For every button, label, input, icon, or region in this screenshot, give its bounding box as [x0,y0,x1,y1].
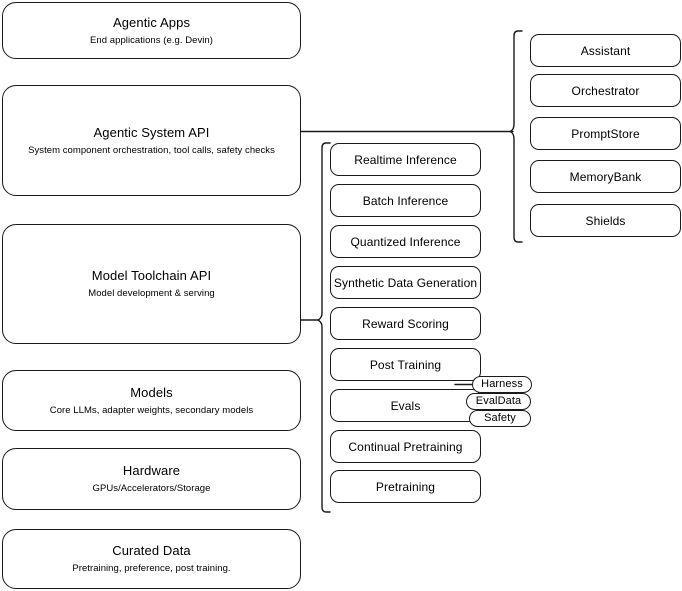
system-item-label: Shields [585,213,626,228]
layer-title: Models [130,384,173,400]
layer-title: Model Toolchain API [91,268,212,283]
eval-badge-harness[interactable]: Harness [472,376,532,393]
eval-badge-label: Harness [481,378,523,390]
layer-subtitle: System component orchestration, tool cal… [28,144,275,156]
layer-agentic-apps[interactable]: Agentic Apps End applications (e.g. Devi… [2,2,301,59]
toolchain-item-synthetic-data-generation[interactable]: Synthetic Data Generation [330,266,481,299]
toolchain-item-continual-pretraining[interactable]: Continual Pretraining [330,430,481,463]
toolchain-item-label: Pretraining [375,479,436,494]
layer-subtitle: End applications (e.g. Devin) [90,34,213,46]
layer-title: Curated Data [112,543,191,558]
layer-hardware[interactable]: Hardware GPUs/Accelerators/Storage [2,448,301,510]
layer-curated-data[interactable]: Curated Data Pretraining, preference, po… [2,529,301,589]
toolchain-item-quantized-inference[interactable]: Quantized Inference [330,225,481,258]
toolchain-components-brace [317,142,331,513]
toolchain-item-realtime-inference[interactable]: Realtime Inference [330,143,481,176]
toolchain-item-label: Evals [390,398,421,413]
eval-badge-label: Safety [484,412,516,424]
toolchain-item-batch-inference[interactable]: Batch Inference [330,184,481,217]
eval-badge-safety[interactable]: Safety [469,410,531,427]
toolchain-item-label: Reward Scoring [362,316,449,331]
layer-subtitle: Pretraining, preference, post training. [72,563,231,574]
system-item-shields[interactable]: Shields [530,204,681,237]
toolchain-item-label: Continual Pretraining [348,439,463,454]
eval-badge-evaldata[interactable]: EvalData [466,393,531,410]
toolchain-item-label: Realtime Inference [354,152,457,167]
toolchain-item-label: Batch Inference [362,193,449,208]
toolchain-item-post-training[interactable]: Post Training [330,348,481,381]
layer-title: Hardware [122,463,181,478]
layer-model-toolchain-api[interactable]: Model Toolchain API Model development & … [2,224,301,344]
toolchain-item-label: Quantized Inference [350,234,461,249]
toolchain-item-label: Post Training [369,357,442,372]
system-item-label: MemoryBank [569,169,642,184]
system-item-label: PromptStore [571,126,640,141]
toolchain-item-reward-scoring[interactable]: Reward Scoring [330,307,481,340]
system-components-brace [509,30,523,243]
system-item-memorybank[interactable]: MemoryBank [530,160,681,193]
layer-title: Agentic Apps [112,14,191,30]
toolchain-item-pretraining[interactable]: Pretraining [330,470,481,503]
system-item-label: Orchestrator [571,83,640,98]
layer-title: Agentic System API [93,124,210,140]
layer-models[interactable]: Models Core LLMs, adapter weights, secon… [2,370,301,431]
layer-subtitle: Model development & serving [88,288,215,299]
system-item-promptstore[interactable]: PromptStore [530,117,681,150]
toolchain-item-evals[interactable]: Evals [330,389,481,422]
layer-agentic-system-api[interactable]: Agentic System API System component orch… [2,85,301,196]
toolchain-item-label: Synthetic Data Generation [333,275,478,290]
layer-subtitle: Core LLMs, adapter weights, secondary mo… [49,404,254,416]
system-item-assistant[interactable]: Assistant [530,34,681,67]
system-item-orchestrator[interactable]: Orchestrator [530,74,681,107]
system-item-label: Assistant [580,43,631,58]
eval-badge-label: EvalData [475,395,522,407]
layer-subtitle: GPUs/Accelerators/Storage [92,483,211,494]
